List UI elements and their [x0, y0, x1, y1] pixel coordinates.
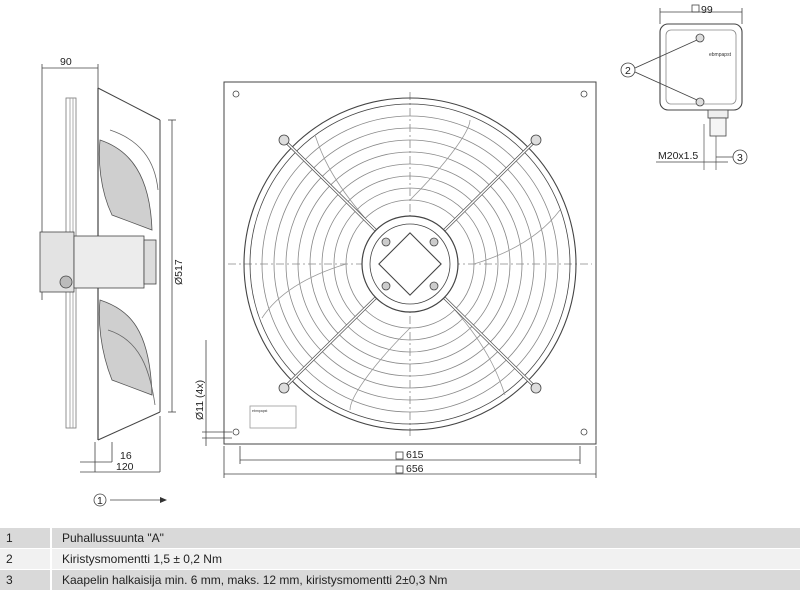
legend-table: 1 Puhallussuunta "A" 2 Kiristysmomentti … — [0, 528, 800, 591]
dim-frame-615: 615 — [406, 449, 424, 461]
technical-drawing: 90 16 120 Ø517 1 — [39, 4, 748, 507]
dim-gland-m20: M20x1.5 — [658, 150, 698, 162]
dim-depth-90: 90 — [60, 56, 72, 68]
callout-1: 1 — [97, 495, 103, 507]
front-view — [202, 81, 597, 478]
brand-mark: ebmpapst — [252, 409, 267, 413]
legend-number: 2 — [0, 549, 52, 569]
legend-number: 3 — [0, 570, 52, 590]
dim-diameter-517: Ø517 — [173, 259, 185, 285]
dim-flange-16: 16 — [120, 450, 132, 462]
terminal-box — [620, 4, 748, 170]
callout-2: 2 — [625, 65, 631, 77]
dim-depth-120: 120 — [116, 461, 134, 473]
legend-text: Kaapelin halkaisija min. 6 mm, maks. 12 … — [52, 570, 800, 590]
legend-text: Puhallussuunta "A" — [52, 528, 800, 548]
side-view — [39, 64, 176, 507]
dim-frame-656: 656 — [406, 463, 424, 475]
legend-row: 2 Kiristysmomentti 1,5 ± 0,2 Nm — [0, 549, 800, 570]
legend-text: Kiristysmomentti 1,5 ± 0,2 Nm — [52, 549, 800, 569]
callout-3: 3 — [737, 152, 743, 164]
legend-row: 3 Kaapelin halkaisija min. 6 mm, maks. 1… — [0, 570, 800, 591]
legend-row: 1 Puhallussuunta "A" — [0, 528, 800, 549]
legend-number: 1 — [0, 528, 52, 548]
dim-hole-11: Ø11 (4x) — [194, 380, 206, 420]
dim-box-99: 99 — [701, 4, 713, 16]
box-brand-mark: ebmpapst — [709, 52, 732, 58]
